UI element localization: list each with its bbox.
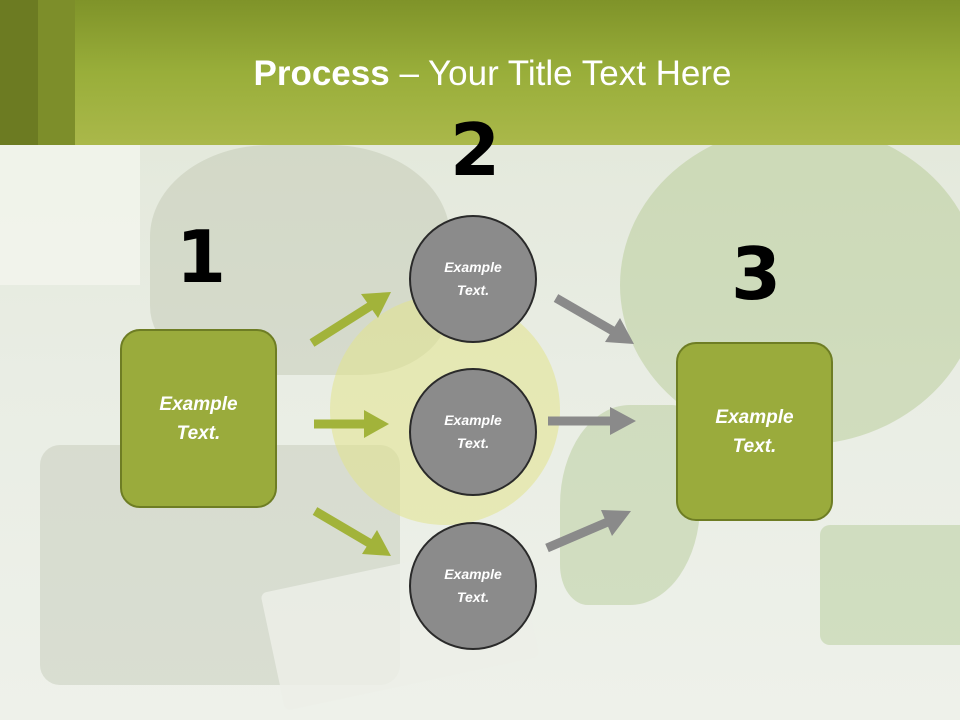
step-number-3: 3 xyxy=(731,232,782,316)
start-box-label: Example Text. xyxy=(159,393,238,444)
step-number-2: 2 xyxy=(450,108,501,192)
start-box: Example Text. xyxy=(120,329,277,508)
step-number-1: 1 xyxy=(176,215,227,299)
header-accent-dark xyxy=(0,0,38,145)
process-circle-middle: Example Text. xyxy=(409,368,537,496)
window-light xyxy=(0,145,140,285)
circle-label: Example Text. xyxy=(444,566,502,605)
checkered-cloth-shape xyxy=(820,525,960,645)
end-box: Example Text. xyxy=(676,342,833,521)
circle-label: Example Text. xyxy=(444,412,502,451)
end-box-label: Example Text. xyxy=(715,406,794,457)
header-accent-mid xyxy=(38,0,75,145)
title-rest: – Your Title Text Here xyxy=(389,54,732,93)
page-title: Process – Your Title Text Here xyxy=(0,52,960,96)
process-circle-top: Example Text. xyxy=(409,215,537,343)
title-bar: Process – Your Title Text Here xyxy=(0,0,960,145)
process-circle-bottom: Example Text. xyxy=(409,522,537,650)
title-bold: Process xyxy=(253,54,390,93)
circle-label: Example Text. xyxy=(444,259,502,298)
